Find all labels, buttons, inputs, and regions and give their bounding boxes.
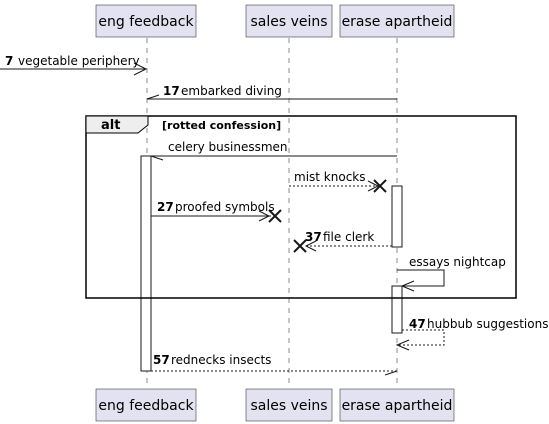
alt-fragment-guard: [rotted confession] [162, 119, 281, 132]
participant-label: sales veins [250, 14, 327, 30]
message-label: proofed symbols [175, 200, 275, 214]
message-proofed-symbols: 27 proofed symbols [151, 200, 282, 223]
message-file-clerk: 37 file clerk [293, 230, 392, 253]
participant-label: eng feedback [98, 398, 194, 414]
destroy-x-icon [373, 179, 387, 193]
message-label: hubbub suggestions [427, 317, 548, 331]
message-celery-businessmen: celery businessmen [150, 140, 397, 161]
participant-label: erase apartheid [342, 398, 453, 414]
participant-label: sales veins [250, 398, 327, 414]
activation-bar-erase-apartheid-1 [391, 185, 403, 248]
message-essays-nightcap: essays nightcap [397, 255, 506, 292]
message-label: mist knocks [294, 170, 366, 184]
message-number: 47 [409, 317, 426, 331]
participant-sales-veins-top: sales veins [245, 4, 333, 38]
message-number: 7 [5, 54, 13, 68]
message-vegetable-periphery: 7 vegetable periphery [0, 54, 148, 76]
participant-eng-feedback-top: eng feedback [95, 4, 197, 38]
participant-eng-feedback-bottom: eng feedback [95, 388, 197, 422]
message-rednecks-insects: 57 rednecks insects [151, 353, 398, 376]
activation-bar-eng-feedback [140, 155, 152, 372]
alt-fragment: alt [rotted confession] [85, 115, 517, 299]
message-number: 27 [157, 200, 174, 214]
alt-fragment-frame [85, 115, 517, 299]
activation-bar-erase-apartheid-2 [391, 285, 403, 334]
message-number: 57 [153, 353, 170, 367]
participant-label: erase apartheid [342, 14, 453, 30]
participant-erase-apartheid-bottom: erase apartheid [339, 388, 455, 422]
message-mist-knocks: mist knocks [289, 170, 387, 193]
alt-fragment-tab [85, 115, 149, 134]
destroy-x-icon [293, 239, 307, 253]
participant-label: eng feedback [98, 14, 194, 30]
message-label: vegetable periphery [18, 54, 140, 68]
message-label: file clerk [323, 230, 374, 244]
message-label: embarked diving [181, 84, 282, 98]
message-hubbub-suggestions: 47 hubbub suggestions [395, 317, 548, 351]
destroy-x-icon [268, 209, 282, 223]
alt-fragment-operator: alt [101, 118, 120, 133]
message-label: essays nightcap [409, 255, 506, 269]
message-label: rednecks insects [171, 353, 271, 367]
message-number: 37 [305, 230, 322, 244]
participant-erase-apartheid-top: erase apartheid [339, 4, 455, 38]
participant-sales-veins-bottom: sales veins [245, 388, 333, 422]
message-label: celery businessmen [168, 140, 288, 154]
message-number: 17 [163, 84, 180, 98]
message-embarked-diving: 17 embarked diving [146, 84, 397, 100]
